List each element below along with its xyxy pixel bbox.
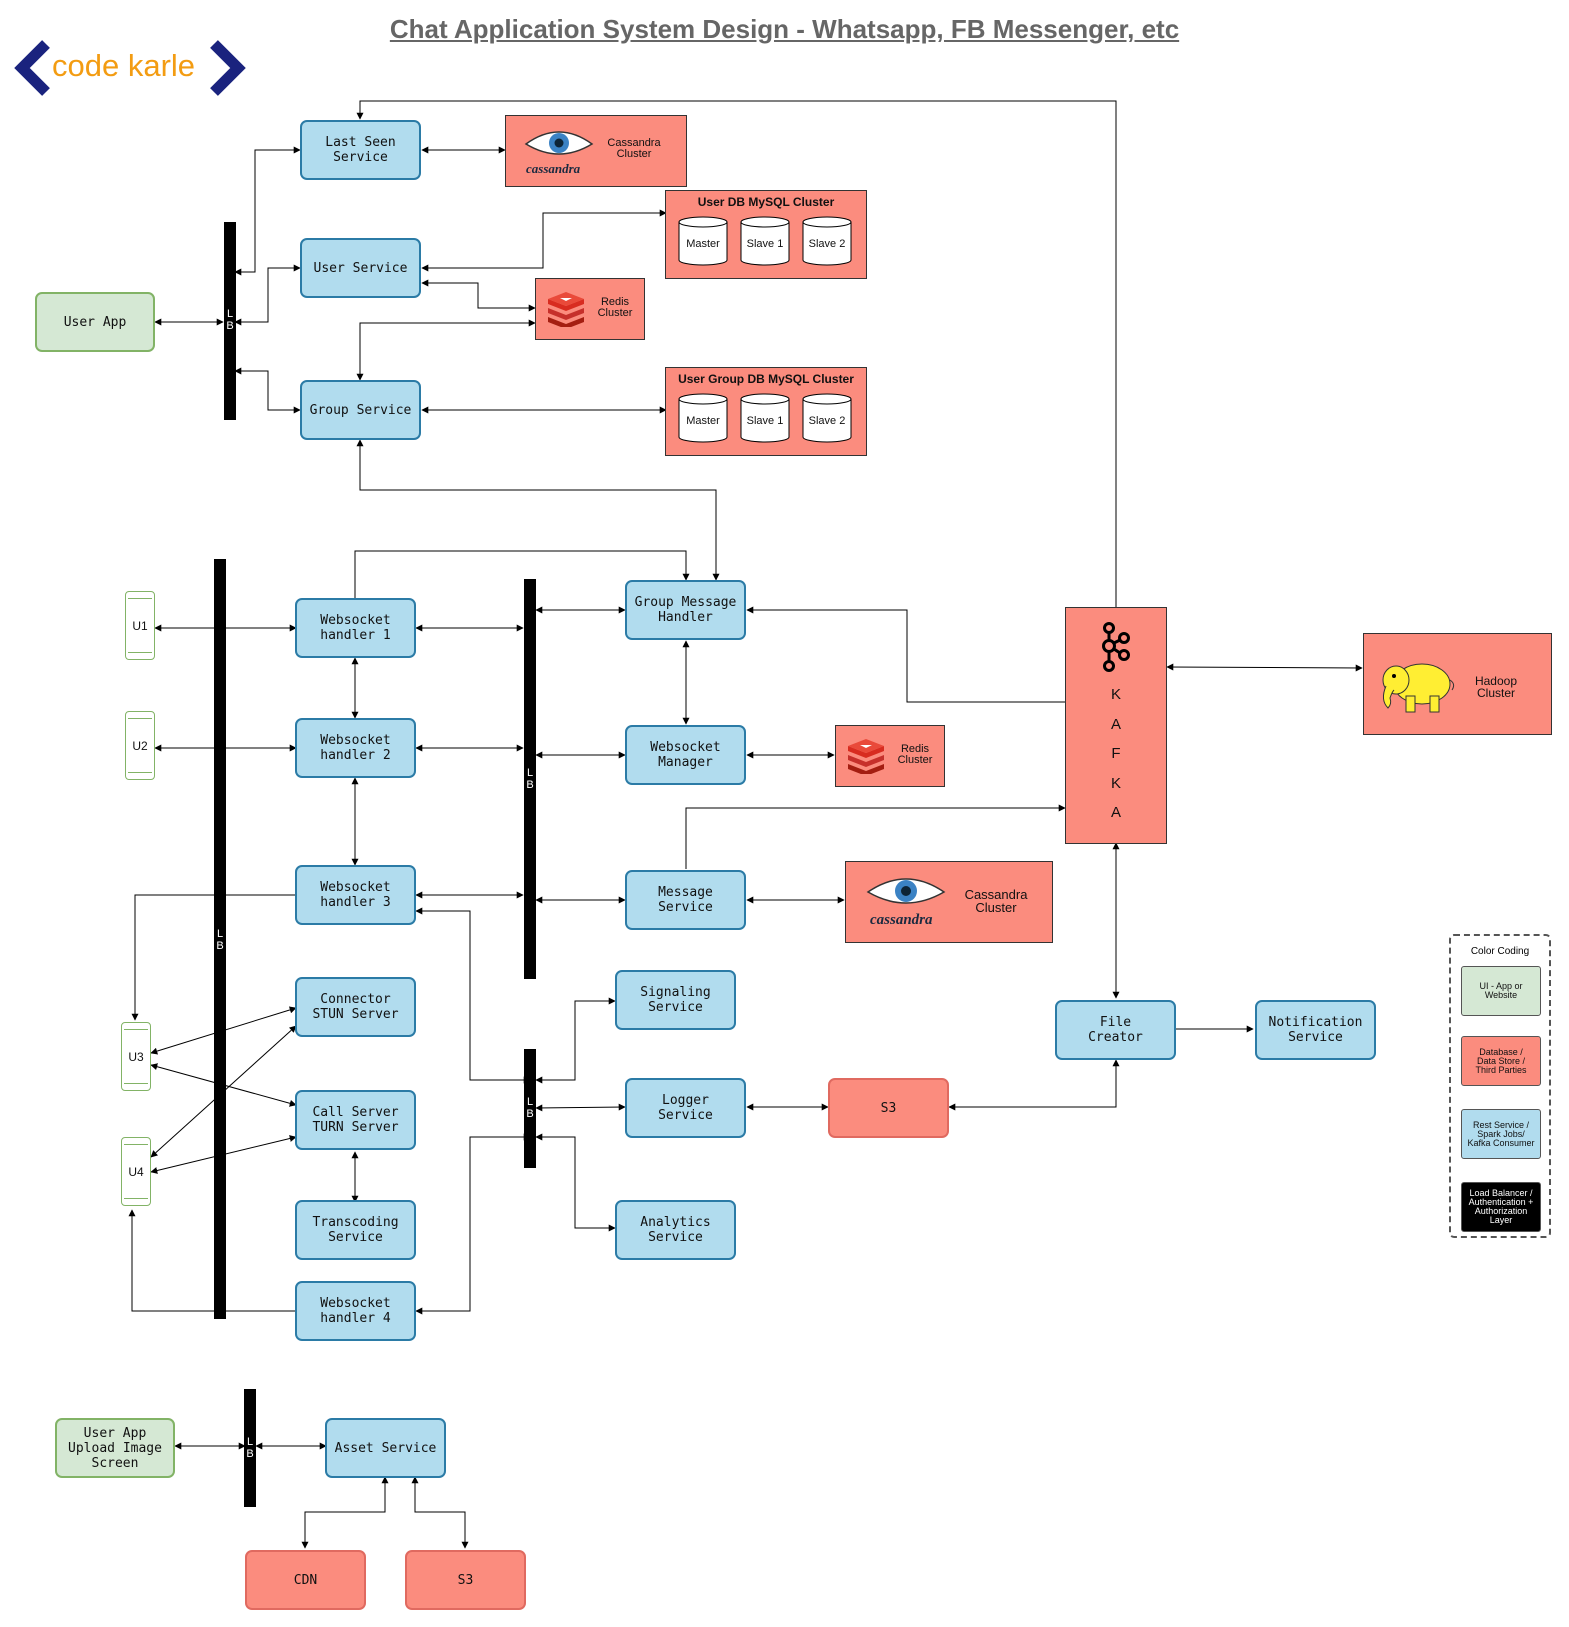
lb-label: L B [226,308,234,332]
cassandra-eye-icon [866,878,946,904]
load-balancer-ws [214,559,226,1319]
cassandra-cluster-messages: cassandra Cassandra Cluster [845,861,1053,943]
hadoop-cluster-label: Hadoop Cluster [1474,674,1518,700]
s3-logger-store: S3 [828,1078,949,1138]
signaling-service[interactable]: Signaling Service [615,970,736,1030]
lb-label: L B [216,928,224,952]
lb-label: L B [526,1096,534,1120]
logger-service[interactable]: Logger Service [625,1078,746,1138]
websocket-manager[interactable]: Websocket Manager [625,725,746,785]
color-coding-legend: Color Coding UI - App or Website Databas… [1449,934,1551,1238]
page-title: Chat Application System Design - Whatsap… [389,14,1180,44]
kafka-letter: A [1110,716,1121,733]
redis-cluster-websocket: Redis Cluster [835,725,945,787]
websocket-handler-4[interactable]: Websocket handler 4 [295,1281,416,1341]
group-message-handler[interactable]: Group Message Handler [625,580,746,640]
legend-item-ui: UI - App or Website [1461,966,1541,1016]
analytics-service[interactable]: Analytics Service [615,1200,736,1260]
hadoop-cluster: Hadoop Cluster [1363,633,1552,735]
user-phone-u4[interactable]: U4 [121,1137,151,1206]
websocket-handler-2[interactable]: Websocket handler 2 [295,718,416,778]
user-phone-u3[interactable]: U3 [121,1022,151,1091]
legend-item-load-balancer: Load Balancer / Authentication + Authori… [1461,1182,1541,1232]
connector-stun-server[interactable]: Connector STUN Server [295,977,416,1037]
load-balancer-asset [244,1389,256,1507]
user-phone-u2[interactable]: U2 [125,711,155,780]
legend-title: Color Coding [1470,946,1530,957]
lb-label: L B [526,767,534,791]
user-app[interactable]: User App [35,292,155,352]
cassandra-cluster-label: Cassandra Cluster [964,887,1028,915]
cassandra-cluster-last-seen: cassandra Cassandra Cluster [505,115,687,187]
legend-item-database: Database / Data Store / Third Parties [1461,1036,1541,1086]
group-service[interactable]: Group Service [300,380,421,440]
s3-asset-store: S3 [405,1550,526,1610]
legend-item-service: Rest Service / Spark Jobs/ Kafka Consume… [1461,1109,1541,1159]
kafka-logo-icon [1102,622,1130,672]
lb-label: L B [246,1436,254,1460]
cassandra-eye-icon [524,131,594,155]
redis-cluster-label: Redis Cluster [897,743,933,766]
kafka-letter: K [1110,775,1121,792]
cdn-store: CDN [245,1550,366,1610]
redis-cluster-label: Redis Cluster [597,296,633,319]
kafka-letter: K [1110,686,1121,703]
websocket-handler-1[interactable]: Websocket handler 1 [295,598,416,658]
cassandra-logo-text: cassandra [526,161,581,176]
redis-icon [548,292,584,327]
upload-image-app[interactable]: User App Upload Image Screen [55,1418,175,1478]
websocket-handler-3[interactable]: Websocket handler 3 [295,865,416,925]
mysql-slave-2-node: Slave 2 [802,216,852,266]
user-service[interactable]: User Service [300,238,421,298]
mysql-slave-1-node: Slave 1 [740,393,790,443]
mysql-slave-2-node: Slave 2 [802,393,852,443]
notification-service[interactable]: Notification Service [1255,1000,1376,1060]
cassandra-cluster-label: Cassandra Cluster [607,137,661,160]
transcoding-service[interactable]: Transcoding Service [295,1200,416,1260]
kafka-letter: F [1111,745,1121,762]
user-phone-u1[interactable]: U1 [125,591,155,660]
group-db-mysql-cluster: User Group DB MySQL Cluster Master Slave… [665,367,867,456]
code-karle-logo: code karle [14,38,249,98]
logo-text: code karle [52,48,196,83]
last-seen-service[interactable]: Last Seen Service [300,120,421,180]
user-db-mysql-cluster: User DB MySQL Cluster Master Slave 1 Sla… [665,190,867,279]
load-balancer-internal [524,579,536,979]
asset-service[interactable]: Asset Service [325,1418,446,1478]
redis-icon [848,739,884,774]
call-turn-server[interactable]: Call Server TURN Server [295,1090,416,1150]
mysql-master-node: Master [678,393,728,443]
hadoop-elephant-icon [1382,663,1455,713]
load-balancer-api [224,222,236,420]
kafka-letter: A [1110,804,1121,821]
message-service[interactable]: Message Service [625,870,746,930]
mysql-master-node: Master [678,216,728,266]
user-db-title: User DB MySQL Cluster [697,195,835,209]
load-balancer-logging [524,1049,536,1168]
mysql-slave-1-node: Slave 1 [740,216,790,266]
kafka-cluster: K A F K A [1065,607,1167,844]
file-creator[interactable]: File Creator [1055,1000,1176,1060]
redis-cluster-user: Redis Cluster [535,278,645,340]
group-db-title: User Group DB MySQL Cluster [678,372,854,386]
cassandra-logo-text: cassandra [870,912,933,928]
